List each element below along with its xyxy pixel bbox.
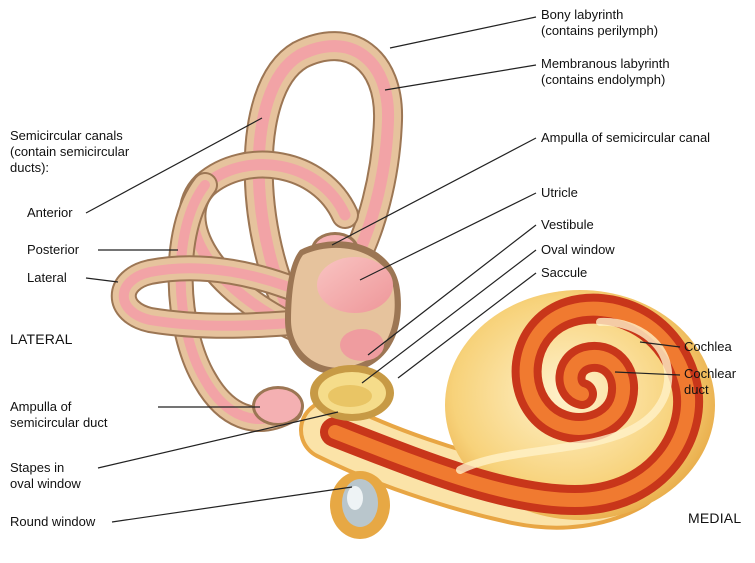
- label-semicircular-canals-line2: (contain semicircular: [10, 144, 129, 160]
- utricle: [317, 257, 393, 313]
- label-cochlear-duct-line1: Cochlear: [684, 366, 736, 382]
- round-window: [330, 471, 390, 539]
- label-utricle: Utricle: [541, 185, 578, 201]
- label-bony-labyrinth-line1: Bony labyrinth: [541, 7, 658, 23]
- label-membranous-labyrinth-line1: Membranous labyrinth: [541, 56, 670, 72]
- label-ampulla-semicircular-duct: Ampulla of semicircular duct: [10, 399, 108, 431]
- label-medial-side: MEDIAL: [688, 510, 741, 526]
- saccule: [340, 329, 384, 361]
- label-membranous-labyrinth-line2: (contains endolymph): [541, 72, 670, 88]
- label-semicircular-canals: Semicircular canals (contain semicircula…: [10, 128, 129, 176]
- label-posterior: Posterior: [27, 242, 79, 258]
- label-cochlea: Cochlea: [684, 339, 732, 355]
- label-vestibule: Vestibule: [541, 217, 594, 233]
- label-bony-labyrinth: Bony labyrinth (contains perilymph): [541, 7, 658, 39]
- vestibule: [285, 241, 401, 374]
- label-stapes-line2: oval window: [10, 476, 81, 492]
- label-oval-window: Oval window: [541, 242, 615, 258]
- label-lateral-canal: Lateral: [27, 270, 67, 286]
- label-ampulla-semicircular-duct-line2: semicircular duct: [10, 415, 108, 431]
- label-ampulla-semicircular-duct-line1: Ampulla of: [10, 399, 108, 415]
- label-cochlear-duct-line2: duct: [684, 382, 736, 398]
- label-stapes: Stapes in oval window: [10, 460, 81, 492]
- label-anterior: Anterior: [27, 205, 73, 221]
- label-round-window: Round window: [10, 514, 95, 530]
- label-bony-labyrinth-line2: (contains perilymph): [541, 23, 658, 39]
- label-semicircular-canals-line3: ducts):: [10, 160, 129, 176]
- label-semicircular-canals-line1: Semicircular canals: [10, 128, 129, 144]
- label-cochlear-duct: Cochlear duct: [684, 366, 736, 398]
- label-membranous-labyrinth: Membranous labyrinth (contains endolymph…: [541, 56, 670, 88]
- label-lateral-side: LATERAL: [10, 331, 73, 347]
- label-stapes-line1: Stapes in: [10, 460, 81, 476]
- label-ampulla-semicircular-canal: Ampulla of semicircular canal: [541, 130, 710, 146]
- stapes-oval-window: [310, 365, 394, 421]
- label-saccule: Saccule: [541, 265, 587, 281]
